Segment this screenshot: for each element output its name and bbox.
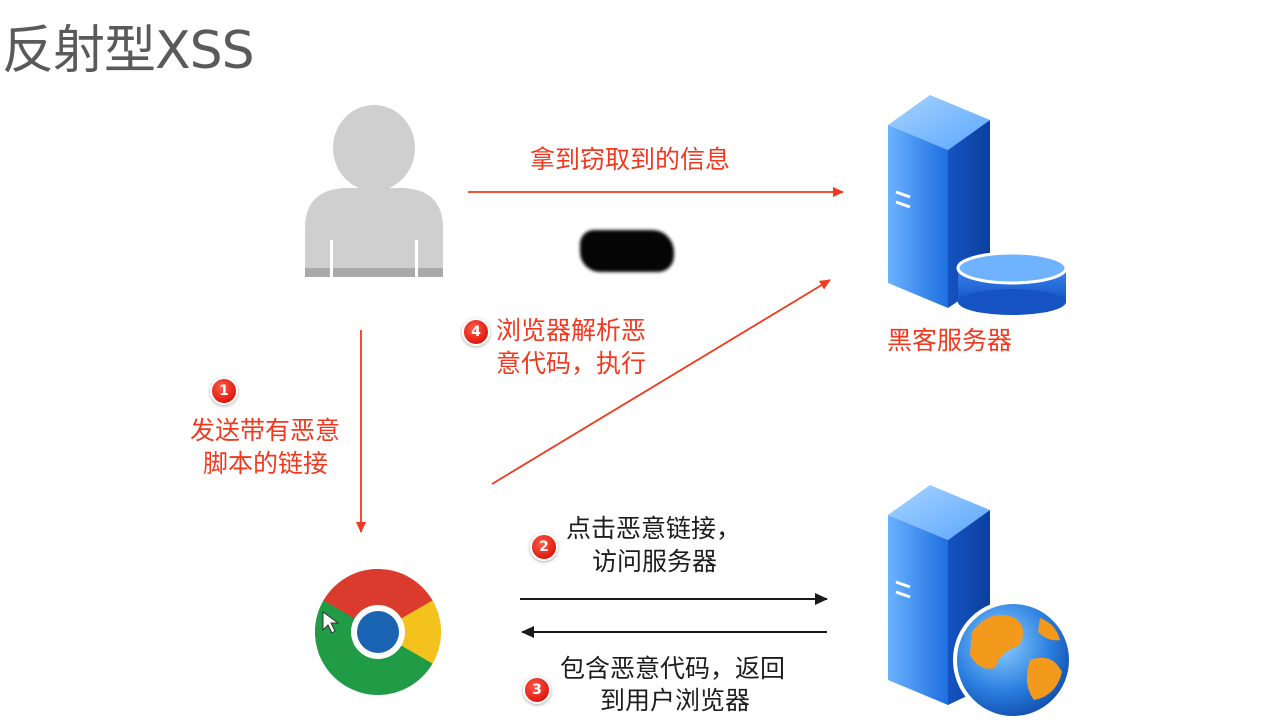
step3-line2: 到用户浏览器 <box>600 686 751 715</box>
label-steal-info: 拿到窃取到的信息 <box>530 145 731 174</box>
step-badge-2: 2 <box>530 533 558 561</box>
step3-line1: 包含恶意代码，返回 <box>560 654 786 683</box>
redaction-mark <box>580 230 674 272</box>
step2-line1: 点击恶意链接， <box>566 514 742 543</box>
page-title: 反射型XSS <box>2 21 255 81</box>
cursor-icon <box>322 611 340 634</box>
step-badge-4: 4 <box>462 318 490 346</box>
server-globe-icon <box>888 485 1073 720</box>
step4-line2: 意代码，执行 <box>496 349 647 378</box>
step1-line2: 脚本的链接 <box>203 449 329 478</box>
arrow-execute <box>491 279 831 485</box>
chrome-browser-icon <box>314 568 442 696</box>
label-hacker-server: 黑客服务器 <box>887 326 1013 355</box>
user-silhouette-icon <box>305 105 443 277</box>
step1-line1: 发送带有恶意 <box>190 416 341 445</box>
step2-line2: 访问服务器 <box>592 547 718 576</box>
step-badge-3: 3 <box>523 676 551 704</box>
step-badge-1: 1 <box>210 377 238 405</box>
server-database-icon <box>888 95 1068 315</box>
step4-line1: 浏览器解析恶 <box>496 316 647 345</box>
